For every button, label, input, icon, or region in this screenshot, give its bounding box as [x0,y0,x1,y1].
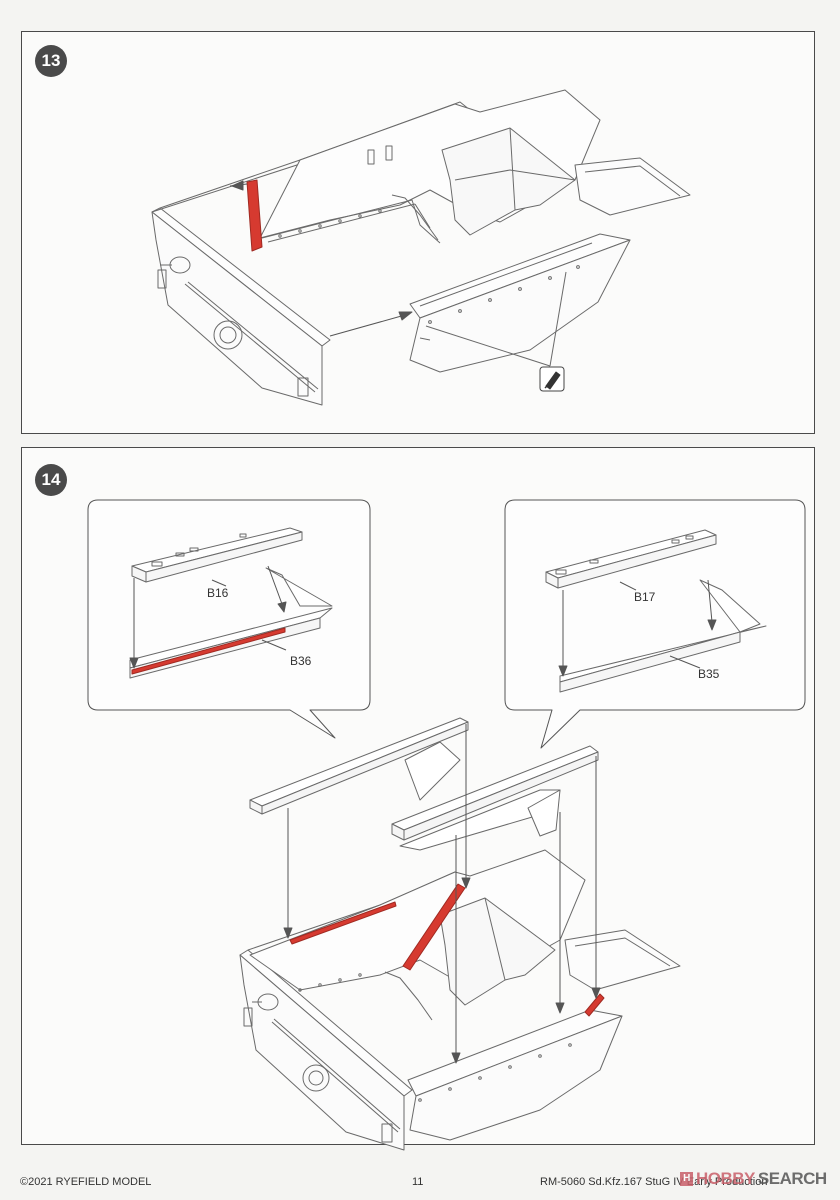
part-label-b16: B16 [207,586,229,600]
step-14-number: 14 [35,464,67,496]
step-14-hull-drawing [239,849,681,1151]
step-13-panel [21,31,815,434]
hobby-search-watermark: H HOBBY SEARCH [680,1169,827,1189]
watermark-logo-icon: H [680,1172,693,1186]
glue-applicator-icon [539,366,565,392]
part-label-b17: B17 [634,590,656,604]
step-13-hull-drawing [151,89,691,406]
part-b35-drawing [558,579,767,693]
footer-product: RM-5060 Sd.Kfz.167 StuG IV Early Product… [540,1176,768,1188]
step-13-number: 13 [35,45,67,77]
part-b17-drawing [545,529,717,589]
part-b16-drawing [131,527,303,583]
step-14-top-plates [249,717,599,851]
footer-page-number: 11 [412,1176,424,1188]
part-label-b36: B36 [290,654,312,668]
part-label-b35: B35 [698,667,720,681]
step-14-left-callout [87,499,371,739]
watermark-brand: HOBBY [696,1169,755,1188]
step-13-red-part [229,179,263,252]
watermark-suffix: SEARCH [757,1169,827,1188]
part-b36-drawing [129,565,333,679]
step-14-guide-arrows [283,724,601,1064]
footer-copyright: ©2021 RYEFIELD MODEL [20,1176,152,1188]
step-14-red-strips [289,883,605,1017]
